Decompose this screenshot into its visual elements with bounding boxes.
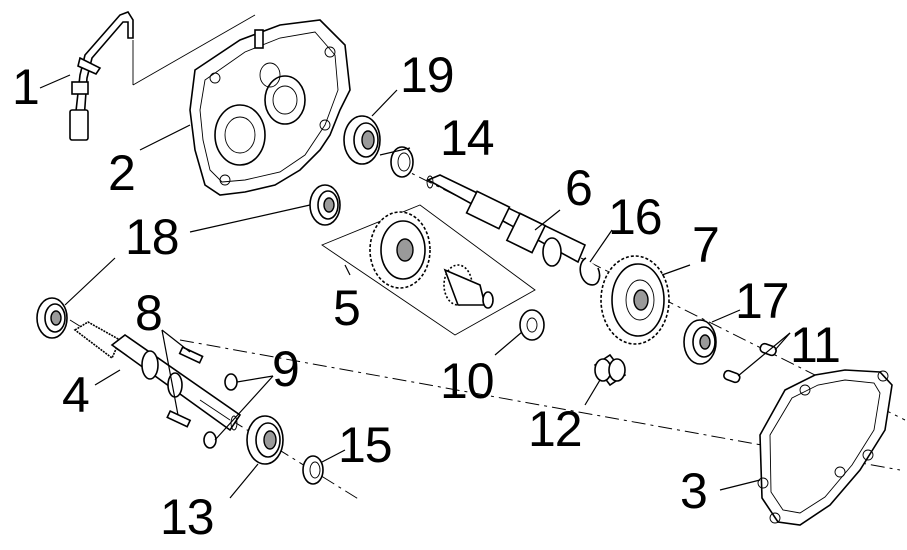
callout-3: 3 bbox=[680, 463, 707, 519]
part-1-breather-tube bbox=[69, 11, 256, 141]
callout-12: 12 bbox=[528, 401, 582, 457]
part-7-gear bbox=[600, 255, 670, 345]
callout-5: 5 bbox=[333, 280, 360, 336]
callout-labels: 1 2 3 4 5 6 7 8 9 10 11 12 13 14 15 16 1… bbox=[12, 47, 841, 545]
part-17-bearing bbox=[683, 319, 717, 365]
callout-14: 14 bbox=[440, 110, 494, 166]
callout-11: 11 bbox=[790, 317, 840, 373]
part-15-seal bbox=[302, 455, 324, 485]
part-11-dowel-pins bbox=[723, 342, 777, 384]
part-19-bearing bbox=[343, 115, 381, 165]
callout-2: 2 bbox=[108, 145, 135, 201]
callout-16: 16 bbox=[608, 189, 662, 245]
callout-10: 10 bbox=[440, 353, 494, 409]
part-18-bearing-upper bbox=[309, 184, 341, 226]
part-16-circlip bbox=[579, 257, 601, 286]
callout-17: 17 bbox=[735, 273, 789, 329]
callout-1: 1 bbox=[12, 59, 39, 115]
callout-6: 6 bbox=[565, 160, 592, 216]
callout-9: 9 bbox=[272, 341, 299, 397]
callout-19: 19 bbox=[400, 47, 454, 103]
leader-lines bbox=[39, 74, 791, 499]
callout-18: 18 bbox=[125, 209, 179, 265]
part-5-gear-set bbox=[321, 204, 536, 336]
part-18-bearing-lower bbox=[36, 297, 68, 339]
part-2-gearbox-housing bbox=[189, 19, 351, 196]
callout-7: 7 bbox=[692, 217, 719, 273]
callout-4: 4 bbox=[62, 367, 89, 423]
part-13-bearing bbox=[246, 415, 284, 465]
part-8-bolts bbox=[166, 346, 204, 428]
part-3-gasket bbox=[757, 369, 893, 526]
callout-8: 8 bbox=[135, 285, 162, 341]
part-6-output-shaft bbox=[426, 174, 587, 267]
callout-13: 13 bbox=[160, 489, 214, 545]
part-14-seal bbox=[390, 146, 414, 178]
part-4-input-shaft bbox=[73, 321, 242, 432]
part-12-needle-bearing bbox=[593, 353, 627, 387]
callout-15: 15 bbox=[338, 417, 392, 473]
part-10-washer bbox=[519, 309, 545, 341]
